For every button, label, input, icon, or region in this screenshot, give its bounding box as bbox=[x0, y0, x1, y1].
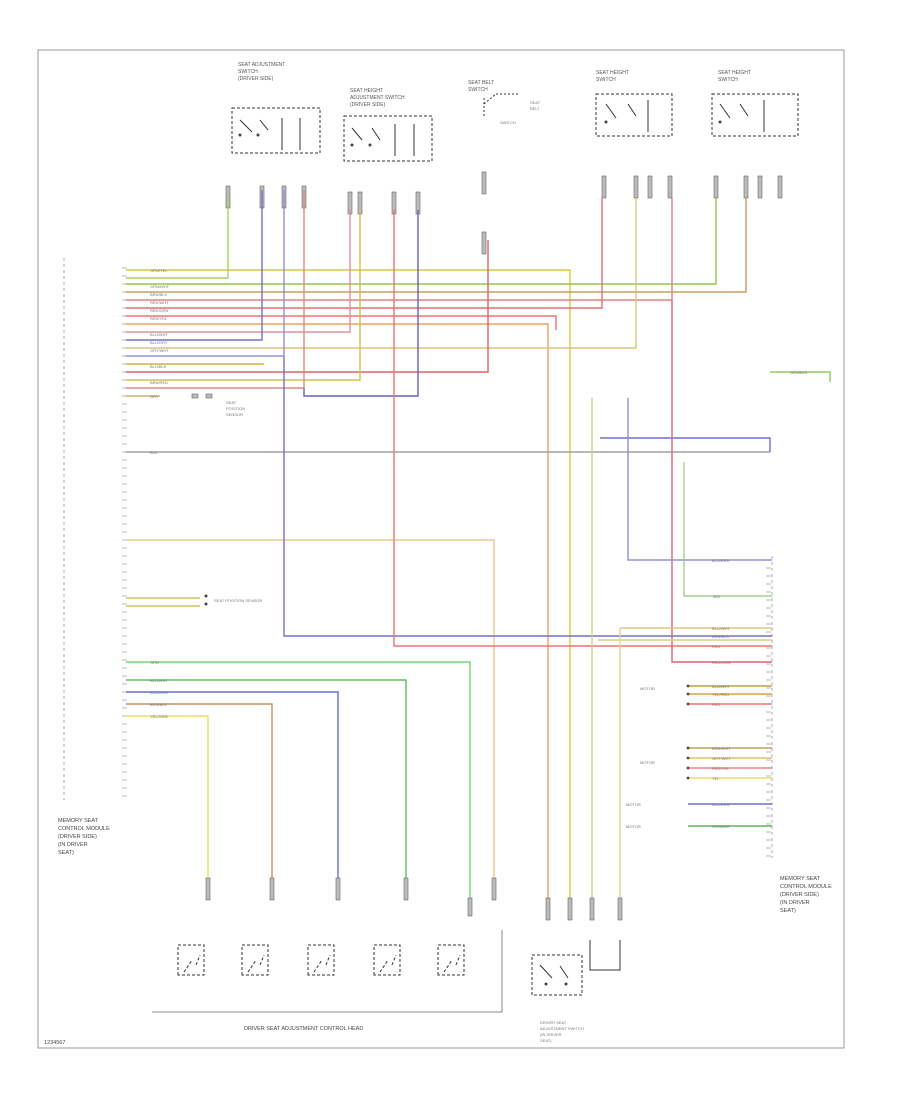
top-switch-5-label-0: SEAT HEIGHT bbox=[718, 70, 751, 76]
wire-label-1: GRN/WHT bbox=[150, 284, 170, 289]
bottom-connectors bbox=[205, 877, 623, 921]
wire-label-5: RED/YEL bbox=[150, 316, 168, 321]
note-right-2: MOTOR bbox=[640, 760, 655, 765]
top-switch-4-label-1: SWITCH bbox=[596, 77, 616, 83]
right-module-label-2: (DRIVER SIDE) bbox=[780, 892, 819, 898]
left-module-label-4: SEAT) bbox=[58, 850, 74, 856]
wire-label-3: RED/WHT bbox=[150, 300, 169, 305]
wire-label-4: RED/GRN bbox=[150, 308, 169, 313]
wire-label-6: BLU/WHT bbox=[150, 332, 169, 337]
left-module-label-2: (DRIVER SIDE) bbox=[58, 834, 97, 840]
note-right-3: MOTOR bbox=[626, 802, 641, 807]
top-switch-4-label-0: SEAT HEIGHT bbox=[596, 70, 629, 76]
right-wire-a-3: RED/GRN bbox=[712, 660, 731, 665]
right-wire-b-1: YEL/RED bbox=[712, 692, 729, 697]
top-switch-3-label-0: SEAT BELT bbox=[468, 80, 494, 86]
right-side-labels: GRN/BLK BLU/RED TAN BLU/WHT BRN/BLK RED … bbox=[626, 370, 808, 829]
lower-wire-label-1: BLU/WHT bbox=[150, 678, 169, 683]
left-wire-labels: GRN/YEL GRN/WHT BRN/BLK RED/WHT RED/GRN … bbox=[150, 268, 170, 455]
note-right-4: MOTOR bbox=[626, 824, 641, 829]
right-wire-b-2: RED bbox=[712, 702, 721, 707]
right-module-label-4: SEAT) bbox=[780, 908, 796, 914]
bottom-right-label-2: (IN DRIVER bbox=[540, 1032, 562, 1037]
sensor-note: SEAT POSITION SENSOR SEAT POSITION SENSO… bbox=[191, 393, 262, 606]
left-lower-wire-labels: GRN BLU/WHT BLU/GRN BRN/BLK YEL/GRN bbox=[150, 660, 169, 719]
right-wire-a-2: RED bbox=[712, 644, 721, 649]
control-head-switches: DRIVER SEAT ADJUSTMENT CONTROL HEAD bbox=[152, 930, 503, 1032]
control-head-switch bbox=[437, 944, 465, 976]
lower-wire-label-4: YEL/GRN bbox=[150, 714, 168, 719]
bottom-right-label-3: SEAT) bbox=[540, 1038, 552, 1043]
right-label-blue: BLU/RED bbox=[712, 558, 729, 563]
note-mid-0: SEAT bbox=[226, 400, 237, 405]
top-switch-1: SEAT ADJUSTMENT SWITCH (DRIVER SIDE) bbox=[231, 62, 321, 154]
wire-label-8: GRY/WHT bbox=[150, 348, 169, 353]
top-switch-3-label-1: SWITCH bbox=[468, 87, 488, 93]
control-head-switch bbox=[177, 944, 205, 976]
control-head-switch bbox=[241, 944, 269, 976]
right-wire-d-1: GRN/BLK bbox=[712, 824, 730, 829]
note-mid-2: SENSOR bbox=[226, 412, 243, 417]
diagram-frame bbox=[37, 49, 845, 1049]
right-wire-c-3: YEL bbox=[712, 776, 720, 781]
right-wire-d-0: BLU/RED bbox=[712, 802, 729, 807]
left-memory-module: MEMORY SEAT CONTROL MODULE (DRIVER SIDE)… bbox=[58, 258, 127, 856]
bottom-right-switch: DRIVER SEAT ADJUSTMENT SWITCH (IN DRIVER… bbox=[531, 940, 621, 1043]
right-memory-module: MEMORY SEAT CONTROL MODULE (DRIVER SIDE)… bbox=[766, 556, 832, 914]
svg-text:SEAT: SEAT bbox=[530, 100, 541, 105]
note-left-mid: SEAT POSITION SENSOR bbox=[214, 598, 262, 603]
wire-label-blk: BLK bbox=[150, 450, 158, 455]
left-module-label-3: (IN DRIVER bbox=[58, 842, 88, 848]
wire-label-0: GRN/YEL bbox=[150, 268, 168, 273]
top-switch-5-label-1: SWITCH bbox=[718, 77, 738, 83]
right-wire-c-0: BRN/WHT bbox=[712, 746, 731, 751]
wire-label-9: BLU/BLK bbox=[150, 364, 167, 369]
wire-label-2: BRN/BLK bbox=[150, 292, 167, 297]
footer-code: 1234567 bbox=[44, 1040, 65, 1046]
lower-wire-label-3: BRN/BLK bbox=[150, 702, 167, 707]
right-wire-c-2: RED/YEL bbox=[712, 766, 730, 771]
left-module-label-1: CONTROL MODULE bbox=[58, 826, 110, 832]
control-head-switch bbox=[373, 944, 401, 976]
top-switch-1-label-2: (DRIVER SIDE) bbox=[238, 76, 274, 82]
right-wire-a-0: BLU/WHT bbox=[712, 626, 731, 631]
top-switch-3: SEAT BELT SWITCH SEAT BELT SWITCH bbox=[468, 80, 541, 125]
lower-wire-label-2: BLU/GRN bbox=[150, 690, 168, 695]
left-module-label-0: MEMORY SEAT bbox=[58, 818, 99, 824]
control-head-switch bbox=[307, 944, 335, 976]
top-switch-2-label-0: SEAT HEIGHT bbox=[350, 88, 383, 94]
wire-label-11: GRY bbox=[150, 394, 159, 399]
right-label-green: GRN/BLK bbox=[790, 370, 808, 375]
right-label-tan: TAN bbox=[712, 594, 720, 599]
top-switch-2-label-1: ADJUSTMENT SWITCH bbox=[350, 95, 405, 101]
right-module-label-0: MEMORY SEAT bbox=[780, 876, 821, 882]
control-head-label: DRIVER SEAT ADJUSTMENT CONTROL HEAD bbox=[244, 1026, 363, 1032]
top-switch-1-label-1: SWITCH bbox=[238, 69, 258, 75]
bottom-right-label-1: ADJUSTMENT SWITCH bbox=[540, 1026, 584, 1031]
lower-wire-label-0: GRN bbox=[150, 660, 159, 665]
top-switch-4: SEAT HEIGHT SWITCH bbox=[595, 70, 673, 137]
right-module-label-3: (IN DRIVER bbox=[780, 900, 810, 906]
top-switch-2: SEAT HEIGHT ADJUSTMENT SWITCH (DRIVER SI… bbox=[343, 88, 433, 162]
top-switch-1-label-0: SEAT ADJUSTMENT bbox=[238, 62, 285, 68]
note-right-1: MOTOR bbox=[640, 686, 655, 691]
right-wire-a-1: BRN/BLK bbox=[712, 634, 729, 639]
svg-text:SWITCH: SWITCH bbox=[500, 120, 516, 125]
wire-label-7: BLU/GRY bbox=[150, 340, 168, 345]
right-wire-b-0: BLU/WHT bbox=[712, 684, 731, 689]
note-mid-1: POSITION bbox=[226, 406, 245, 411]
bottom-right-label-0: DRIVER SEAT bbox=[540, 1020, 567, 1025]
right-module-label-1: CONTROL MODULE bbox=[780, 884, 832, 890]
top-connectors bbox=[225, 171, 783, 255]
svg-text:BELT: BELT bbox=[530, 106, 540, 111]
right-wire-c-1: GRY/WHT bbox=[712, 756, 731, 761]
top-switch-2-label-2: (DRIVER SIDE) bbox=[350, 102, 386, 108]
top-switch-5: SEAT HEIGHT SWITCH bbox=[711, 70, 799, 137]
wires bbox=[126, 190, 831, 900]
wire-label-10: BRN/RED bbox=[150, 380, 168, 385]
